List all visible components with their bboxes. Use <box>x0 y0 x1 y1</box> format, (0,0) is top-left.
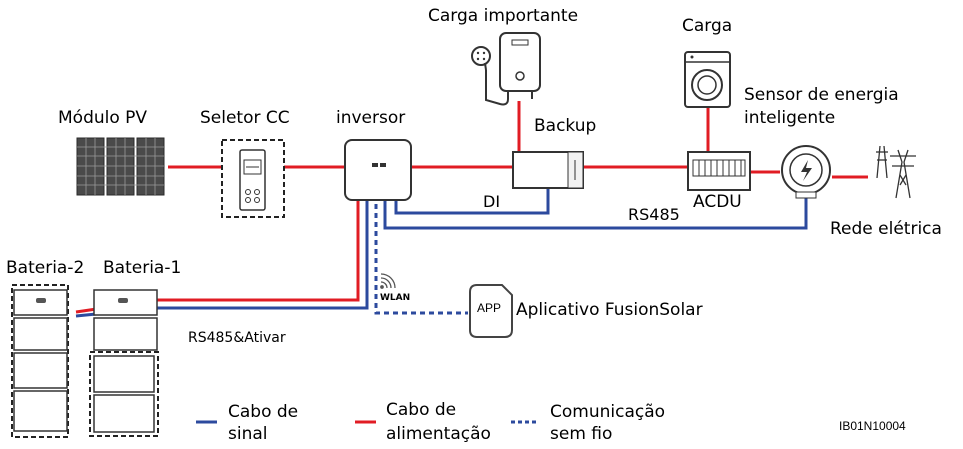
label-modulo-pv: Módulo PV <box>58 108 148 128</box>
label-rs485: RS485 <box>628 205 680 224</box>
solar-panel-icon <box>76 137 165 196</box>
label-aplicativo: Aplicativo FusionSolar <box>516 300 703 320</box>
label-inversor: inversor <box>336 108 406 128</box>
wlan-dashed-cable <box>374 204 468 315</box>
legend-power-line1: Cabo de <box>386 400 457 420</box>
legend-signal-line1: Cabo de <box>228 402 299 422</box>
wireless-link <box>374 204 468 315</box>
backup-box-icon <box>512 151 584 189</box>
wifi-icon <box>380 273 396 289</box>
label-carga: Carga <box>682 16 733 36</box>
acdu-panel-icon <box>687 151 751 191</box>
label-backup: Backup <box>534 116 597 136</box>
rs485-signal-cable <box>383 190 808 230</box>
label-wlan: WLAN <box>380 293 411 303</box>
app-icon <box>469 284 513 338</box>
label-rs485-ativar: RS485&Ativar <box>188 330 286 346</box>
label-bateria-2: Bateria-2 <box>6 258 85 278</box>
legend-wireless-line1: Comunicação <box>550 402 666 422</box>
label-app: APP <box>477 301 502 315</box>
water-heater-icon <box>471 32 541 106</box>
label-sensor-line2: inteligente <box>744 108 836 128</box>
label-rede-eletrica: Rede elétrica <box>830 219 942 239</box>
battery-1-icon <box>89 289 159 437</box>
label-sensor-line1: Sensor de energia <box>744 85 899 105</box>
di-signal-cable <box>394 188 550 215</box>
power-cables <box>75 101 868 314</box>
label-acdu: ACDU <box>693 192 742 212</box>
smart-meter-icon <box>781 145 831 199</box>
dc-switch-icon <box>221 139 285 218</box>
legend-wireless-line2: sem fio <box>550 424 613 444</box>
legend-power-line2: alimentação <box>386 424 491 444</box>
label-bateria-1: Bateria-1 <box>103 258 182 278</box>
figure-id: IB01N10004 <box>839 419 906 433</box>
legend-signal-line2: sinal <box>228 424 268 444</box>
label-seletor-cc: Seletor CC <box>200 108 290 128</box>
battery-2-icon <box>11 284 69 438</box>
label-di: DI <box>483 192 501 211</box>
washing-machine-icon <box>684 51 731 108</box>
inverter-icon <box>344 139 412 201</box>
label-carga-importante: Carga importante <box>428 6 579 26</box>
power-tower-icon <box>876 145 916 199</box>
